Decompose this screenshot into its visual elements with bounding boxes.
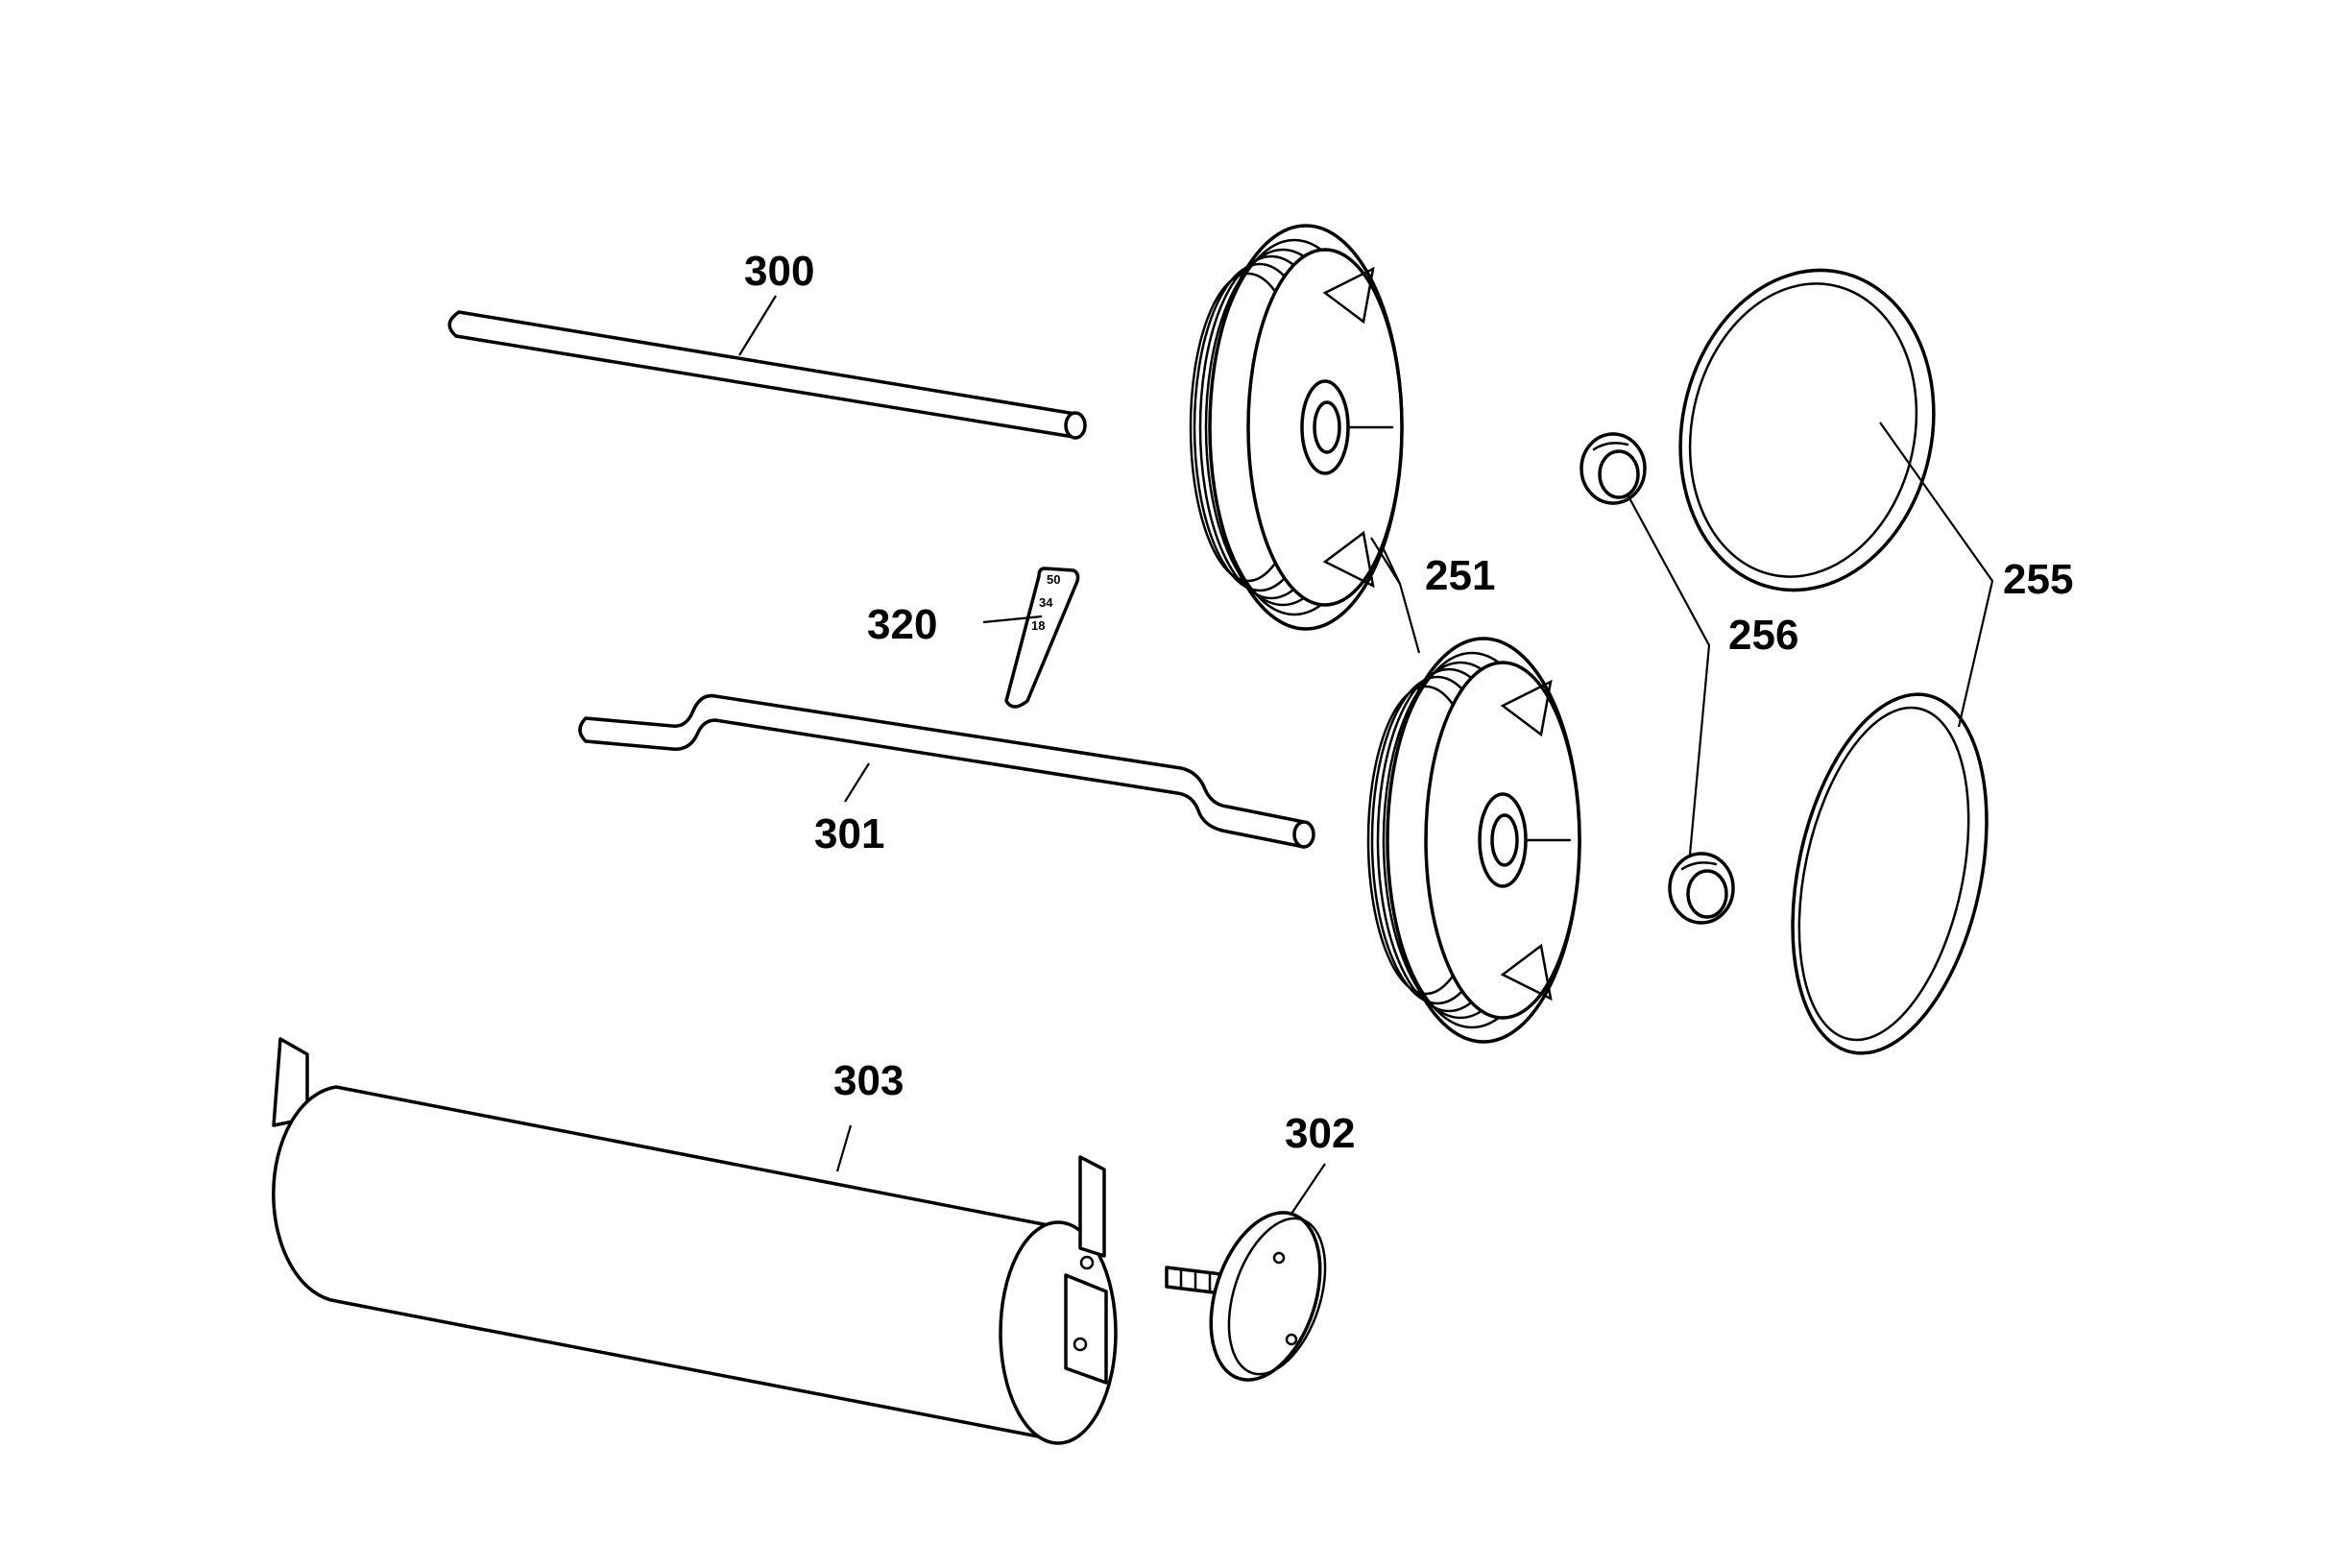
part-320-height-indicator: 50 34 18 bbox=[1004, 567, 1080, 709]
callout-255: 255 bbox=[2003, 556, 2073, 603]
indicator-mark-50: 50 bbox=[1047, 572, 1060, 587]
callout-320: 320 bbox=[867, 601, 937, 648]
part-256-hub-cap-upper bbox=[1579, 432, 1647, 505]
callout-256: 256 bbox=[1728, 612, 1798, 659]
indicator-mark-18: 18 bbox=[1031, 618, 1045, 633]
part-255-ring-lower bbox=[1791, 692, 1989, 1055]
callout-251: 251 bbox=[1425, 552, 1495, 599]
indicator-mark-34: 34 bbox=[1039, 595, 1053, 610]
part-251-wheel-lower bbox=[1366, 637, 1581, 1044]
callout-302: 302 bbox=[1285, 1110, 1355, 1157]
part-300-axle-rod bbox=[447, 310, 1087, 440]
part-303-roller-drum bbox=[272, 1037, 1118, 1445]
callout-300: 300 bbox=[744, 248, 814, 295]
part-255-ring-upper bbox=[1678, 268, 1936, 592]
leader-lines bbox=[738, 295, 1994, 1215]
part-251-wheel-upper bbox=[1189, 224, 1404, 631]
part-256-hub-cap-lower bbox=[1668, 852, 1735, 925]
callout-301: 301 bbox=[814, 810, 884, 857]
callout-303: 303 bbox=[833, 1057, 904, 1104]
part-301-cranked-axle bbox=[578, 693, 1315, 849]
part-302-bolt-disc bbox=[1165, 1211, 1327, 1382]
